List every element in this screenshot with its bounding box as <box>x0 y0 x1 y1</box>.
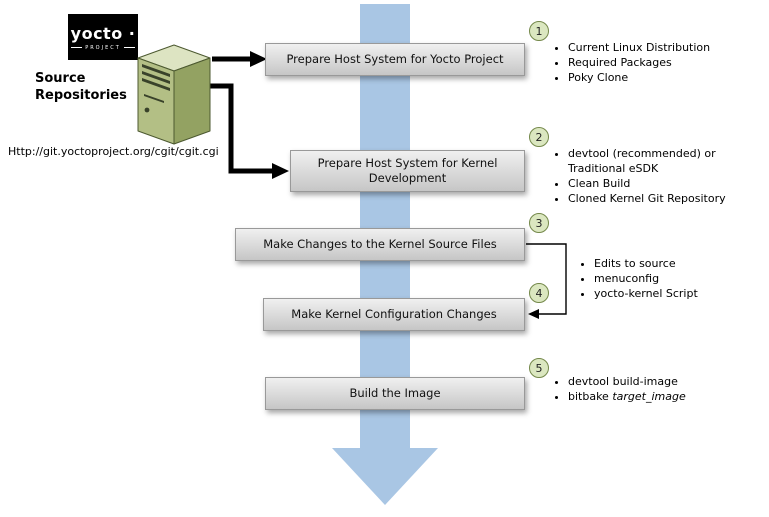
arrowhead-step1 <box>250 51 267 67</box>
arrow-server-to-step2 <box>206 83 274 174</box>
server-icon <box>137 44 211 145</box>
yocto-logo-text: yocto · <box>70 23 136 43</box>
arrowhead-step2 <box>272 163 289 179</box>
source-repo-url: Http://git.yoctoproject.org/cgit/cgit.cg… <box>8 145 219 158</box>
bullet-item: Cloned Kernel Git Repository <box>568 191 754 206</box>
flow-arrow-shaft <box>360 4 410 448</box>
arrowhead-step4 <box>528 309 539 319</box>
step-number-5: 5 <box>529 358 549 378</box>
step-box-make-source-changes: Make Changes to the Kernel Source Files <box>235 228 525 261</box>
bracket-step3-step4 <box>526 243 567 315</box>
step-number-1: 1 <box>529 21 549 41</box>
bullet-item: Current Linux Distribution <box>568 40 764 55</box>
source-repositories-label: Source Repositories <box>35 71 127 103</box>
step-box-label: Prepare Host System for Yocto Project <box>286 52 504 67</box>
step1-bullet-list: Current Linux Distribution Required Pack… <box>552 40 764 85</box>
bullet-item: Edits to source <box>594 256 764 271</box>
logo-rule-right <box>123 47 135 48</box>
bullet-item: bitbake target_image <box>568 389 762 404</box>
bullet-text-italic: target_image <box>612 390 686 403</box>
step-number-2: 2 <box>529 127 549 147</box>
step5-bullet-list: devtool build-image bitbake target_image <box>552 374 762 404</box>
step-number-4: 4 <box>529 283 549 303</box>
step-box-prepare-host-kernel: Prepare Host System for Kernel Developme… <box>290 150 525 192</box>
step-box-prepare-host-yocto: Prepare Host System for Yocto Project <box>265 43 525 76</box>
step-box-label: Build the Image <box>349 386 441 401</box>
step-box-build-image: Build the Image <box>265 377 525 410</box>
step3-4-shared-bullet-list: Edits to source menuconfig yocto-kernel … <box>578 256 764 301</box>
step-box-label: Make Kernel Configuration Changes <box>291 307 497 322</box>
logo-project-label: PROJECT <box>85 44 121 51</box>
yocto-logo: yocto · PROJECT <box>68 14 138 60</box>
step2-bullet-list: devtool (recommended) or Traditional eSD… <box>552 146 754 206</box>
bullet-item: devtool build-image <box>568 374 762 389</box>
bullet-item: devtool (recommended) or Traditional eSD… <box>568 146 754 176</box>
yocto-logo-subtext: PROJECT <box>71 45 135 51</box>
logo-rule-left <box>71 47 83 48</box>
bullet-item: Required Packages <box>568 55 764 70</box>
bullet-text-plain: bitbake <box>568 390 613 403</box>
bullet-item: menuconfig <box>594 271 764 286</box>
bullet-item: Poky Clone <box>568 70 764 85</box>
step-number-3: 3 <box>529 213 549 233</box>
flow-arrow-head <box>332 448 438 505</box>
bullet-item: Clean Build <box>568 176 754 191</box>
step-box-make-config-changes: Make Kernel Configuration Changes <box>263 298 525 331</box>
step-box-label: Make Changes to the Kernel Source Files <box>263 237 497 252</box>
step-box-label: Prepare Host System for Kernel Developme… <box>317 156 498 185</box>
bullet-item: yocto-kernel Script <box>594 286 764 301</box>
